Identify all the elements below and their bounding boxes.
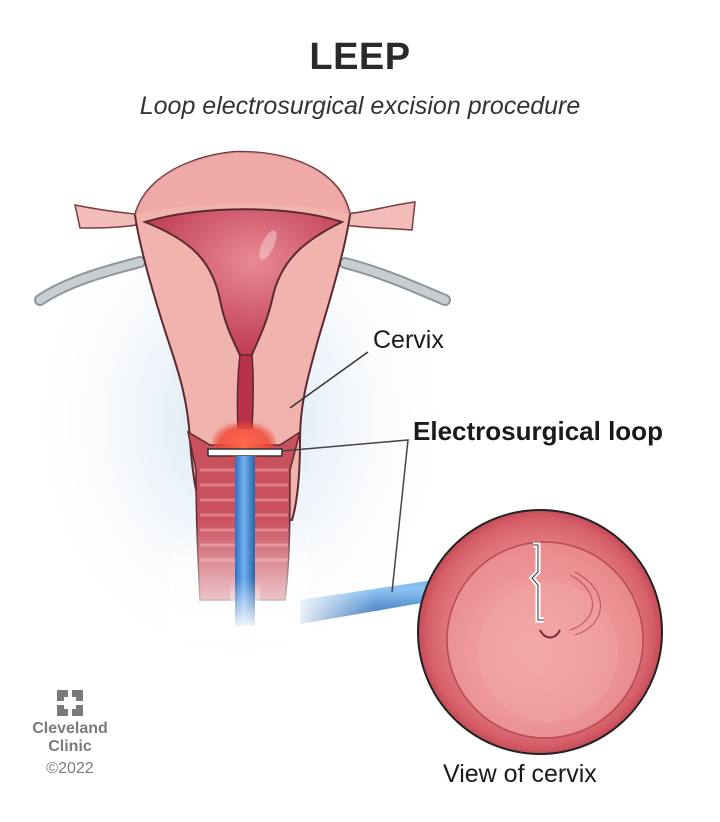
uterine-cavity: [142, 208, 345, 361]
label-view-of-cervix: View of cervix: [443, 760, 597, 788]
cleveland-clinic-logo: Cleveland Clinic ©2022: [20, 690, 120, 780]
right-tube: [344, 201, 416, 231]
copyright: ©2022: [46, 760, 94, 777]
logo-line-2: Clinic: [48, 738, 92, 755]
loop-tip: [207, 448, 283, 457]
cleveland-clinic-cross-icon: [57, 690, 83, 716]
label-electrosurgical-loop: Electrosurgical loop: [413, 416, 663, 446]
page-subtitle: Loop electrosurgical excision procedure: [139, 92, 581, 120]
loop-leader-line: [281, 439, 409, 593]
cervix-leader-line: [289, 351, 369, 409]
page-title: LEEP: [309, 36, 411, 78]
label-cervix: Cervix: [373, 326, 444, 354]
cervical-canal: [236, 354, 254, 429]
logo-line-1: Cleveland: [32, 720, 108, 737]
cervix-view-circle: [417, 509, 663, 755]
